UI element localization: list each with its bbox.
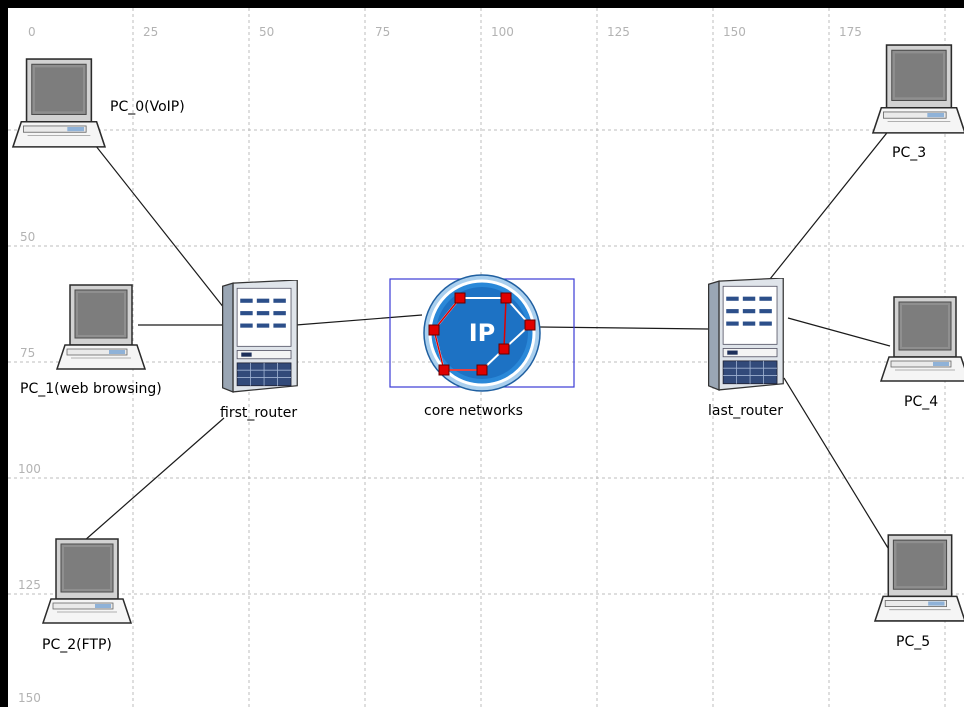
link-last-router-pc4[interactable] (787, 317, 891, 347)
x-ruler-label: 50 (259, 25, 274, 39)
y-ruler-label: 50 (20, 230, 35, 244)
node-pc1[interactable]: PC_1(web browsing) (20, 284, 162, 397)
node-label: PC_2(FTP) (42, 637, 112, 653)
pc-workstation-icon (56, 284, 146, 370)
router-icon (222, 280, 298, 393)
node-label: first_router (220, 405, 297, 421)
ip-text: IP (469, 319, 496, 347)
node-label: PC_4 (904, 394, 938, 410)
ip-cloud-icon: IP (423, 274, 541, 392)
node-core-networks[interactable]: IP core networks (389, 274, 575, 419)
node-label: PC_0(VoIP) (110, 99, 185, 115)
node-label: last_router (708, 403, 783, 419)
node-pc3[interactable]: PC_3 (872, 44, 964, 161)
y-ruler-label: 125 (18, 578, 41, 592)
y-ruler-label: 100 (18, 462, 41, 476)
network-diagram[interactable]: 0 25 50 75 100 125 150 175 50 75 100 125… (8, 8, 964, 707)
node-pc4[interactable]: PC_4 (880, 296, 964, 410)
x-ruler-label: 150 (723, 25, 746, 39)
node-last-router[interactable]: last_router (708, 278, 784, 419)
link-last-router-pc5[interactable] (783, 377, 889, 549)
node-first-router[interactable]: first_router (220, 280, 298, 421)
x-ruler-label: 100 (491, 25, 514, 39)
link-core-last-router[interactable] (539, 326, 709, 330)
link-first-router-core[interactable] (295, 314, 423, 326)
link-last-router-pc3[interactable] (769, 123, 895, 280)
node-label: PC_5 (896, 634, 930, 650)
node-label: PC_3 (892, 145, 926, 161)
y-ruler-label: 150 (18, 691, 41, 705)
link-pc2-first-router[interactable] (83, 417, 225, 542)
pc-workstation-icon (874, 534, 964, 622)
x-ruler-label: 25 (143, 25, 158, 39)
x-ruler-label: 125 (607, 25, 630, 39)
pc-workstation-icon (880, 296, 964, 382)
node-label: core networks (424, 403, 523, 419)
ruler-labels: 0 25 50 75 100 125 150 175 50 75 100 125… (18, 25, 862, 705)
link-pc0-first-router[interactable] (87, 135, 229, 314)
router-icon (708, 278, 784, 391)
node-pc2[interactable]: PC_2(FTP) (42, 538, 132, 653)
links (83, 123, 895, 549)
x-ruler-label: 75 (375, 25, 390, 39)
pc-workstation-icon (12, 58, 106, 148)
y-ruler-label: 75 (20, 346, 35, 360)
project-workspace[interactable]: 0 25 50 75 100 125 150 175 50 75 100 125… (8, 8, 964, 707)
node-label: PC_1(web browsing) (20, 381, 162, 397)
node-pc5[interactable]: PC_5 (874, 534, 964, 650)
x-ruler-label: 175 (839, 25, 862, 39)
pc-workstation-icon (42, 538, 132, 624)
node-pc0[interactable]: PC_0(VoIP) (12, 58, 185, 148)
pc-workstation-icon (872, 44, 964, 134)
x-ruler-label: 0 (28, 25, 36, 39)
